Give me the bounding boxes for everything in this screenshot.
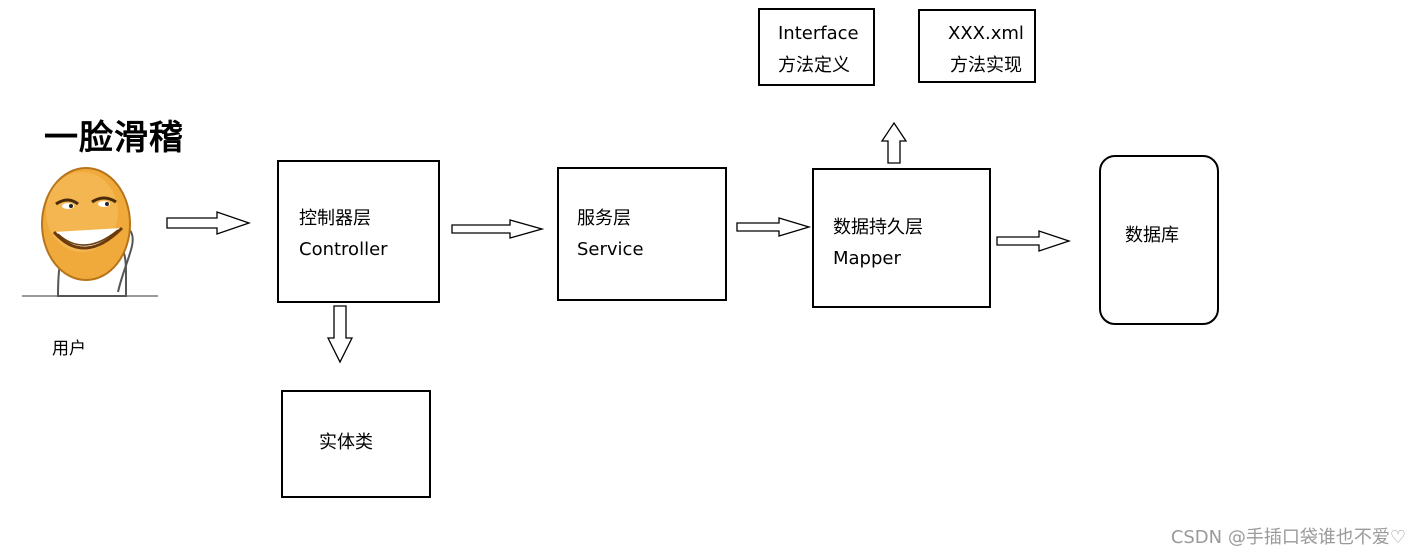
arrow-mapper-to-interface xyxy=(880,121,908,164)
entity-box: 实体类 xyxy=(281,390,431,498)
mapper-title-en: Mapper xyxy=(833,248,901,269)
service-title-en: Service xyxy=(577,239,644,260)
database-box: 数据库 xyxy=(1099,155,1219,325)
controller-title-cn: 控制器层 xyxy=(299,208,371,229)
interface-subtitle: 方法定义 xyxy=(778,55,850,76)
arrow-user-to-controller xyxy=(166,211,251,235)
xml-title: XXX.xml xyxy=(948,23,1024,44)
service-box: 服务层 Service xyxy=(557,167,727,301)
meme-caption: 一脸滑稽 xyxy=(44,118,184,158)
xml-subtitle: 方法实现 xyxy=(950,55,1022,76)
database-label: 数据库 xyxy=(1125,225,1179,246)
xml-box: XXX.xml 方法实现 xyxy=(918,9,1036,83)
mapper-box: 数据持久层 Mapper xyxy=(812,168,991,308)
controller-box: 控制器层 Controller xyxy=(277,160,440,303)
interface-title: Interface xyxy=(778,23,859,44)
arrow-mapper-to-database xyxy=(996,230,1072,252)
arrow-controller-to-entity xyxy=(326,305,354,364)
interface-box: Interface 方法定义 xyxy=(758,8,875,86)
mapper-title-cn: 数据持久层 xyxy=(833,217,923,238)
user-avatar xyxy=(22,167,158,297)
entity-label: 实体类 xyxy=(319,432,373,453)
controller-title-en: Controller xyxy=(299,239,388,260)
watermark: CSDN @手插口袋谁也不爱♡ xyxy=(1170,527,1406,548)
arrow-service-to-mapper xyxy=(736,217,812,237)
service-title-cn: 服务层 xyxy=(577,208,631,229)
arrow-controller-to-service xyxy=(451,219,545,239)
user-label: 用户 xyxy=(52,339,86,359)
